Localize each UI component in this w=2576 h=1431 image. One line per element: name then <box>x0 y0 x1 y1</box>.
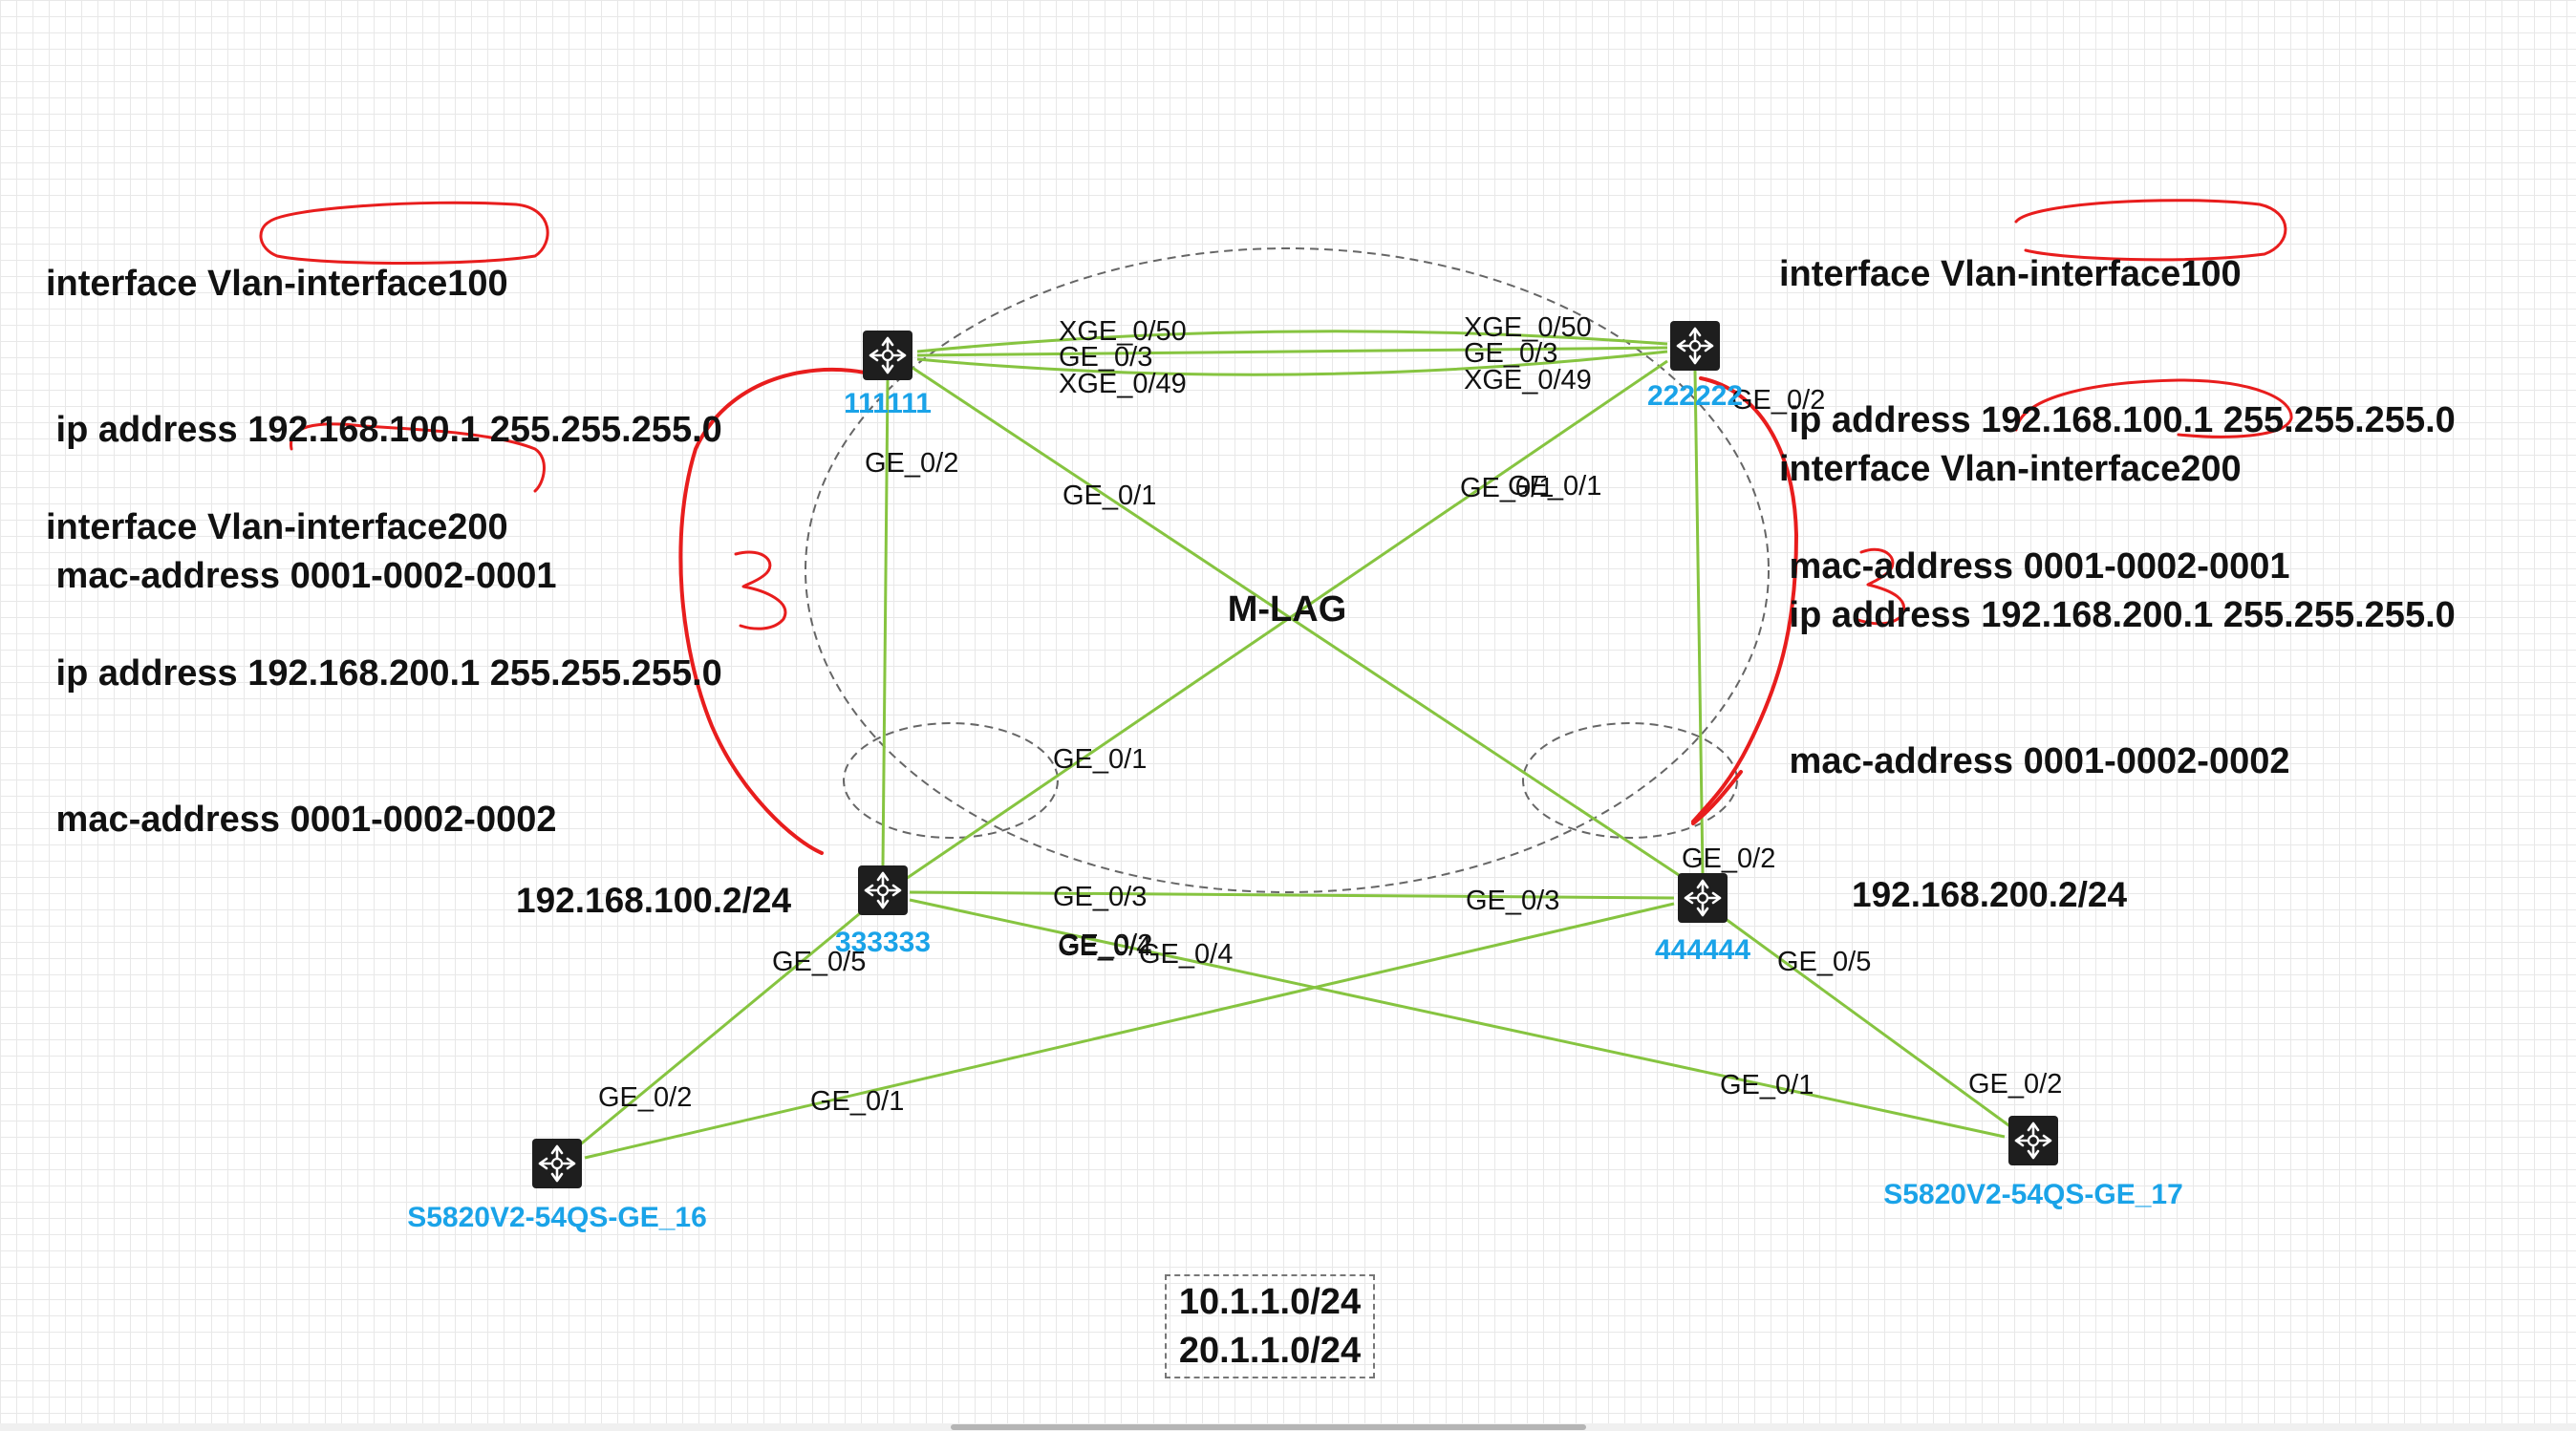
link-d1-d2[interactable] <box>916 350 1668 376</box>
port-label: GE_0/2 <box>1059 929 1152 960</box>
port-label: GE_0/2 <box>598 1082 692 1113</box>
host-ip-right: 192.168.200.2/24 <box>1852 875 2128 914</box>
config-line: mac-address 0001-0002-0002 <box>1779 741 2290 781</box>
subnet-line: 10.1.1.0/24 <box>1178 1282 1362 1322</box>
device-label: 444444 <box>1655 934 1750 966</box>
config-line: interface Vlan-interface100 <box>1779 254 2242 294</box>
port-label: GE_0/1 <box>1053 744 1147 775</box>
device-label: 222222 <box>1647 380 1743 412</box>
device-d6[interactable] <box>2008 1116 2058 1165</box>
link-d3-d6[interactable] <box>909 898 2006 1139</box>
link-d2-d3[interactable] <box>905 359 1668 881</box>
mlag-group-ellipse <box>805 247 1770 893</box>
port-label: GE_0/3 <box>1464 338 1557 369</box>
config-line: interface Vlan-interface200 <box>1779 449 2242 489</box>
config-line: ip address 192.168.200.1 255.255.255.0 <box>1779 595 2456 635</box>
link-d3-d4[interactable] <box>909 890 1675 900</box>
switch-icon <box>863 331 912 380</box>
link-d2-d4[interactable] <box>1693 370 1705 874</box>
link-d4-d5[interactable] <box>584 902 1675 1160</box>
circle-mark-left-ip200 <box>289 422 546 493</box>
switch-icon <box>858 865 908 915</box>
digit-mark-left <box>734 550 787 630</box>
switch-icon <box>2008 1116 2058 1165</box>
port-label: GE_0/3 <box>1053 882 1147 912</box>
port-label: GE_0/5 <box>1777 947 1871 977</box>
device-d5[interactable] <box>532 1139 582 1188</box>
link-d4-d6[interactable] <box>1725 917 2012 1129</box>
link-d1-d4[interactable] <box>912 366 1683 879</box>
device-d1[interactable] <box>863 331 912 380</box>
circle-mark-right-ip100 <box>2014 199 2287 262</box>
port-label: GE_0/2 <box>1682 844 1775 874</box>
port-label: XGE_0/50 <box>1464 312 1592 343</box>
link-group-ellipse-left <box>843 722 1059 839</box>
config-line: ip address 192.168.200.1 255.255.255.0 <box>46 653 722 694</box>
port-label: GE_0/4 <box>1139 939 1233 970</box>
device-label: 333333 <box>835 927 931 958</box>
switch-icon <box>532 1139 582 1188</box>
digit-mark-right <box>1854 547 1905 626</box>
device-label: S5820V2-54QS-GE_16 <box>407 1202 707 1233</box>
config-right-vlan100: interface Vlan-interface100 ip address 1… <box>1779 153 2456 640</box>
config-line: mac-address 0001-0002-0001 <box>46 556 557 596</box>
port-label: GE_0/3 <box>1466 886 1559 916</box>
config-right-vlan200: interface Vlan-interface200 ip address 1… <box>1779 348 2456 835</box>
config-line: interface Vlan-interface200 <box>46 507 508 547</box>
switch-icon <box>1670 321 1720 371</box>
port-label: XGE_0/50 <box>1059 316 1187 347</box>
arrow-head-right <box>1691 770 1743 825</box>
port-label: GE_0/4 <box>1058 931 1151 962</box>
device-d3[interactable] <box>858 865 908 915</box>
link-group-ellipse-right <box>1522 722 1738 839</box>
port-label: GE_0/2 <box>1968 1069 2062 1100</box>
link-d1-d2[interactable] <box>916 346 1668 357</box>
port-label: GE_0/3 <box>1059 342 1152 373</box>
config-line: mac-address 0001-0002-0001 <box>1779 546 2290 587</box>
port-label: GE_0/1 <box>1720 1070 1814 1100</box>
link-d1-d2[interactable] <box>916 330 1668 353</box>
links-layer <box>577 330 2012 1160</box>
circle-mark-left-ip100 <box>259 201 549 265</box>
device-label: 111111 <box>844 388 932 419</box>
port-label: GE_0/1 <box>1063 481 1156 511</box>
group-outlines <box>805 247 1770 893</box>
subnet-note: 10.1.1.0/24 20.1.1.0/24 <box>1165 1274 1375 1378</box>
subnet-line: 20.1.1.0/24 <box>1178 1331 1362 1371</box>
config-left-vlan100: interface Vlan-interface100 ip address 1… <box>46 162 722 650</box>
port-label: GE_0/1 <box>1460 473 1554 503</box>
mlag-label: M-LAG <box>1228 589 1347 630</box>
port-label: GE_0/5 <box>772 947 866 977</box>
device-d4[interactable] <box>1678 873 1728 923</box>
config-line: interface Vlan-interface100 <box>46 264 508 304</box>
host-ip-left: 192.168.100.2/24 <box>516 881 792 920</box>
device-label: S5820V2-54QS-GE_17 <box>1883 1179 2183 1210</box>
loop-arrow-right <box>1691 376 1798 823</box>
scrollbar-thumb[interactable] <box>951 1424 1586 1430</box>
loop-arrow-left <box>678 367 867 855</box>
config-left-vlan200: interface Vlan-interface200 ip address 1… <box>46 406 722 893</box>
switch-icon <box>1678 873 1728 923</box>
config-line: mac-address 0001-0002-0002 <box>46 800 557 840</box>
link-d1-d3[interactable] <box>881 379 890 866</box>
port-label: XGE_0/49 <box>1059 369 1187 399</box>
port-label: GE_0/2 <box>865 448 958 479</box>
red-annotations <box>259 199 2293 855</box>
port-label: GE_0/2 <box>1731 385 1825 416</box>
device-d2[interactable] <box>1670 321 1720 371</box>
port-label: XGE_0/49 <box>1464 365 1592 395</box>
port-label: GE_0/1 <box>1508 471 1601 502</box>
config-line: ip address 192.168.100.1 255.255.255.0 <box>46 410 722 450</box>
devices-layer: 111111 222222 333333 444444S5820V2-54QS-GE_… <box>407 321 2183 1233</box>
config-line: ip address 192.168.100.1 255.255.255.0 <box>1779 400 2456 440</box>
link-d3-d5[interactable] <box>577 908 866 1148</box>
circle-mark-right-ip200 <box>2014 378 2293 438</box>
port-label: GE_0/1 <box>810 1086 904 1117</box>
